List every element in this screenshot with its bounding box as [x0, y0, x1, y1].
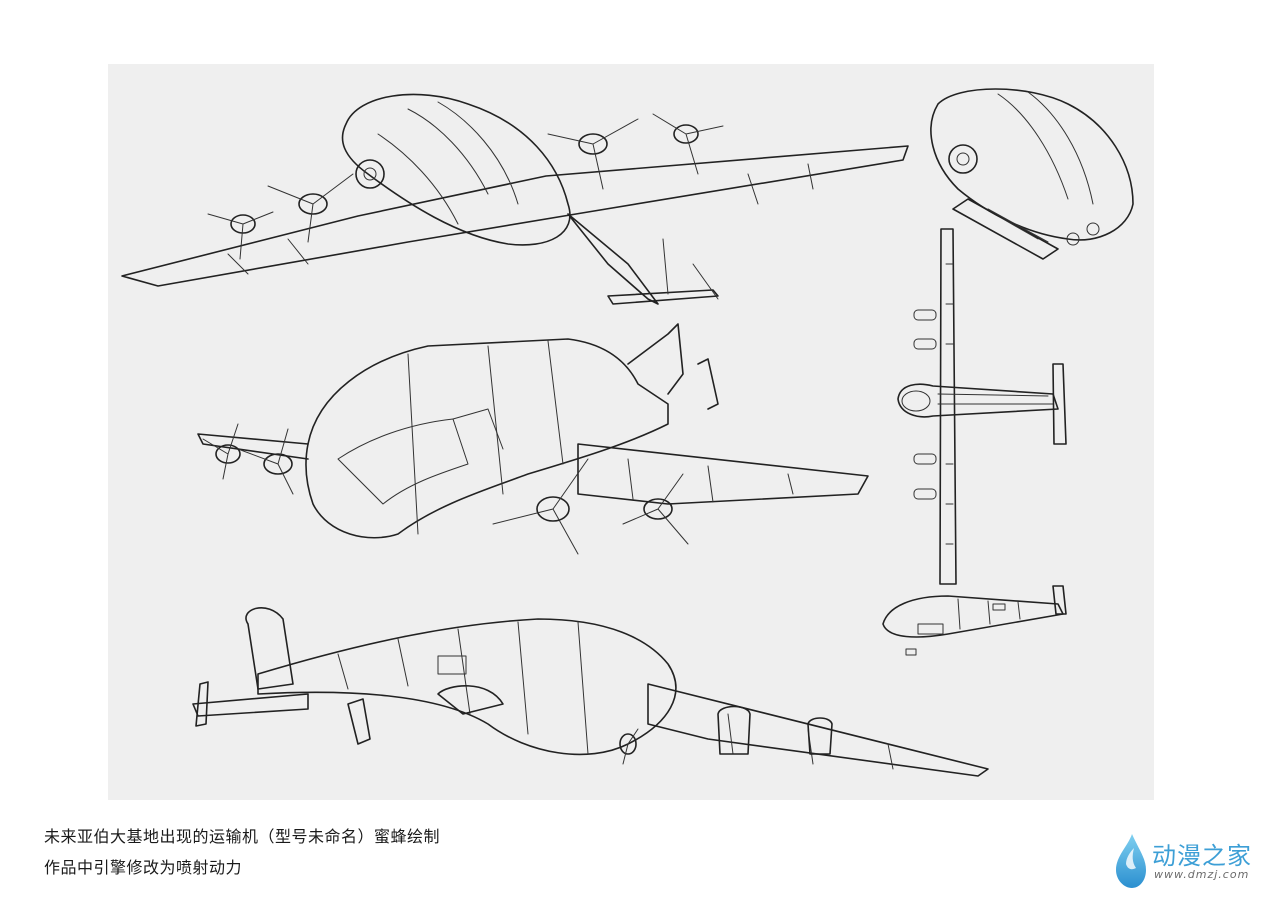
- aircraft-underside-view: [121, 93, 909, 305]
- propeller-icon: [202, 423, 241, 480]
- watermark-name: 动漫之家: [1152, 842, 1252, 870]
- aircraft-front-closeup-view: [930, 88, 1134, 260]
- aircraft-side-view: [882, 585, 1067, 656]
- propeller-icon: [267, 173, 354, 243]
- aircraft-sketch-drawing: [121, 88, 1134, 777]
- caption-line-2: 作品中引擎修改为喷射动力: [44, 858, 243, 877]
- droplet-icon: [1116, 834, 1146, 888]
- propeller-icon: [622, 473, 689, 545]
- propeller-icon: [619, 728, 639, 765]
- aircraft-front-perspective-view: [197, 323, 869, 555]
- watermark-logo: 动漫之家 www.dmzj.com: [1108, 830, 1268, 890]
- propeller-icon: [492, 458, 589, 555]
- propeller-icon: [207, 211, 274, 260]
- aircraft-top-view: [897, 228, 1067, 585]
- propeller-icon: [652, 113, 724, 175]
- caption-line-1: 未来亚伯大基地出现的运输机（型号未命名）蜜蜂绘制: [44, 827, 441, 846]
- aircraft-rear-perspective-view: [192, 607, 989, 777]
- concept-sketch-sheet: [108, 64, 1154, 800]
- propeller-icon: [547, 118, 639, 190]
- watermark-url: www.dmzj.com: [1154, 868, 1250, 881]
- propeller-icon: [237, 428, 294, 495]
